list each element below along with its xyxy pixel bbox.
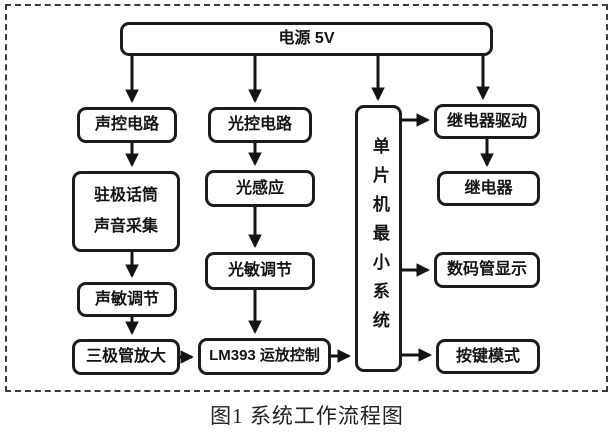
node-power-5v: 电源 5V	[120, 22, 493, 56]
node-lm393-control-label: LM393 运放控制	[209, 347, 320, 365]
node-transistor-amp: 三极管放大	[72, 339, 180, 375]
node-relay-driver: 继电器驱动	[434, 104, 540, 139]
node-sound-circuit-label: 声控电路	[94, 116, 159, 134]
node-mcu-min-system: 单片机最小系统	[355, 105, 402, 372]
node-button-mode: 按键模式	[436, 339, 540, 374]
node-mic-capture-label: 声音采集	[93, 218, 158, 236]
node-relay-driver-label: 继电器驱动	[446, 112, 527, 130]
node-light-adjust: 光敏调节	[205, 252, 315, 290]
node-light-sense-label: 光感应	[235, 179, 284, 197]
node-digit-display-label: 数码管显示	[446, 261, 527, 279]
node-light-sense: 光感应	[205, 170, 315, 207]
node-light-circuit-label: 光控电路	[227, 116, 292, 134]
node-light-adjust-label: 光敏调节	[227, 262, 292, 280]
node-mcu-min-system-label: 单片机最小系统	[369, 137, 389, 340]
node-sound-adjust-label: 声敏调节	[94, 290, 159, 308]
node-light-circuit: 光控电路	[208, 107, 312, 143]
node-power-5v-label: 电源 5V	[278, 30, 335, 48]
node-transistor-amp-label: 三极管放大	[85, 348, 166, 366]
node-sound-adjust: 声敏调节	[77, 282, 177, 317]
node-relay-label: 继电器	[464, 179, 513, 197]
node-sound-circuit: 声控电路	[77, 107, 177, 143]
node-relay: 继电器	[437, 171, 540, 206]
node-mic-capture: 驻极话筒声音采集	[72, 171, 180, 252]
node-digit-display: 数码管显示	[434, 252, 540, 288]
node-lm393-control: LM393 运放控制	[198, 338, 331, 375]
node-button-mode-label: 按键模式	[455, 347, 520, 365]
figure-caption: 图1 系统工作流程图	[210, 404, 404, 428]
node-mic-capture-label: 驻极话筒	[93, 187, 158, 205]
